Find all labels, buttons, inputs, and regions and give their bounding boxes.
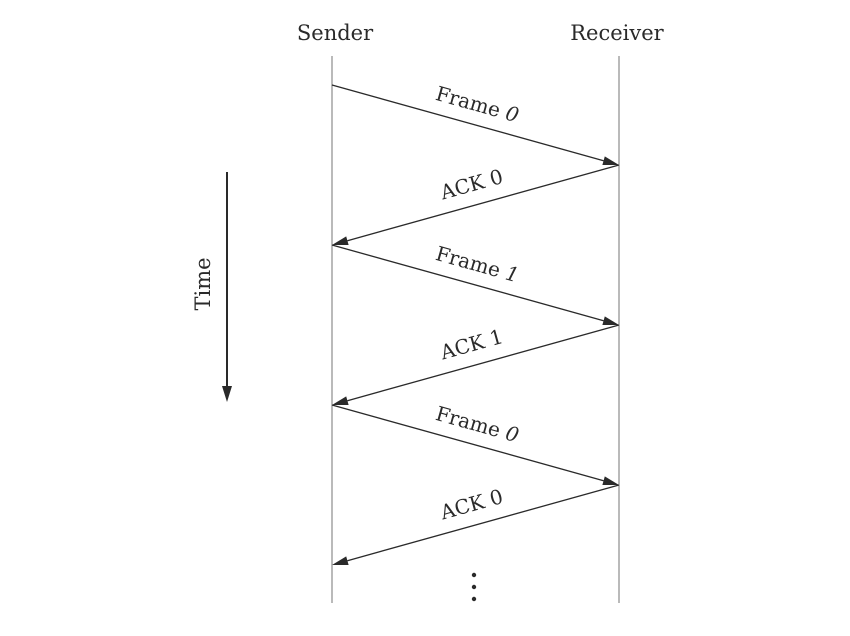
message-arrowhead (602, 156, 619, 166)
sender-heading: Sender (297, 21, 374, 45)
message-label: ACK 0 (437, 164, 506, 205)
message-4: Frame 0 (331, 401, 619, 486)
message-label-text: Frame (433, 241, 509, 284)
message-arrow-line (331, 244, 604, 322)
message-label: Frame 0 (433, 401, 522, 447)
message-arrowhead (602, 316, 619, 326)
message-arrow-line (347, 324, 620, 402)
message-label: ACK 0 (437, 484, 506, 525)
time-label: Time (191, 257, 215, 310)
message-label-text: ACK (437, 488, 494, 525)
continuation-ellipsis (471, 572, 477, 602)
message-5: ACK 0 (332, 484, 620, 566)
message-arrowhead (332, 396, 349, 406)
message-0: Frame 0 (331, 81, 619, 166)
message-label-number: 1 (503, 261, 522, 288)
message-arrowhead (332, 236, 349, 246)
message-label-number: 0 (487, 484, 506, 511)
message-arrowhead (602, 476, 619, 486)
message-arrow-line (331, 84, 604, 162)
message-label-number: 0 (487, 164, 506, 191)
receiver-heading: Receiver (570, 21, 664, 45)
message-label-text: ACK (437, 168, 494, 205)
message-arrow-line (347, 484, 620, 562)
message-3: ACK 1 (332, 324, 620, 406)
message-label-text: Frame (433, 401, 509, 444)
message-label: Frame 1 (433, 241, 522, 287)
message-label: Frame 0 (433, 81, 522, 127)
message-label-text: ACK (437, 328, 494, 365)
message-1: ACK 0 (332, 164, 620, 246)
message-2: Frame 1 (331, 241, 619, 326)
message-label-text: Frame (433, 81, 509, 124)
message-label-number: 1 (487, 324, 506, 351)
message-arrow-line (347, 164, 620, 242)
time-arrow-head (222, 386, 232, 402)
time-axis: Time (191, 172, 232, 402)
message-label: ACK 1 (437, 324, 506, 365)
message-arrow-line (331, 404, 604, 482)
message-arrowhead (332, 556, 349, 566)
